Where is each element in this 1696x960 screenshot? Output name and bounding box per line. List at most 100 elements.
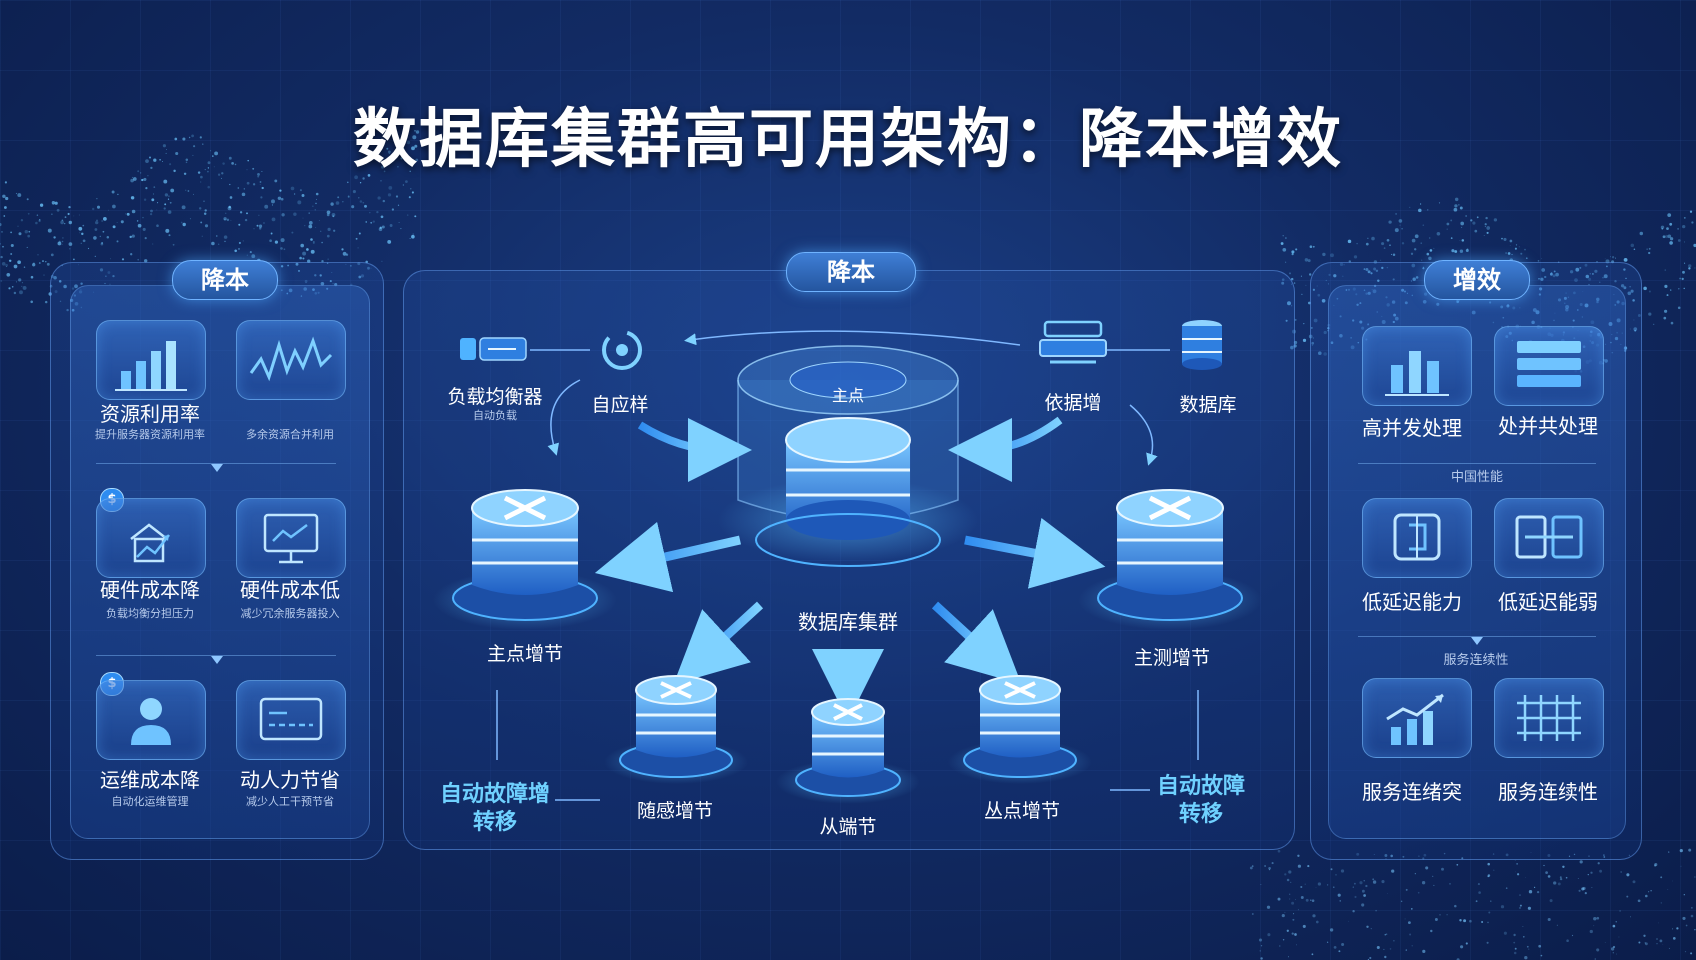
particle-dot	[87, 247, 90, 250]
particle-dot	[1615, 257, 1617, 259]
auto-scale-label[interactable]: 自应样	[591, 394, 649, 416]
particle-dot	[370, 221, 373, 224]
particle-dot	[1342, 275, 1344, 278]
particle-dot	[270, 232, 273, 235]
particle-dot	[1611, 260, 1615, 264]
particle-dot	[53, 236, 56, 239]
particle-dot	[20, 219, 24, 222]
particle-dot	[238, 248, 240, 250]
particle-dot	[1421, 259, 1423, 261]
particle-dot	[1380, 259, 1382, 261]
particle-dot	[412, 233, 414, 235]
slave-right-label[interactable]: 丛点增节	[983, 800, 1060, 822]
particle-dot	[166, 149, 167, 150]
particle-dot	[1643, 286, 1647, 291]
particle-dot	[1610, 341, 1612, 344]
particle-dot	[1664, 284, 1668, 288]
particle-dot	[1311, 344, 1314, 347]
particle-dot	[1688, 267, 1691, 270]
chevron-down-icon	[211, 656, 223, 664]
particle-dot	[1422, 857, 1425, 860]
particle-dot	[52, 203, 54, 205]
particle-dot	[1519, 904, 1522, 907]
particle-dot	[280, 238, 285, 243]
user-tile[interactable]	[96, 680, 206, 760]
particle-dot	[305, 282, 307, 284]
particle-dot	[43, 274, 45, 276]
particle-dot	[1582, 291, 1584, 292]
particle-dot	[1264, 865, 1267, 867]
master-left-label[interactable]: 主点增节	[486, 643, 563, 665]
particle-dot	[94, 228, 98, 231]
particle-dot	[1465, 942, 1468, 945]
particle-dot	[182, 137, 186, 141]
particle-dot	[1505, 252, 1507, 254]
monitor-tile[interactable]	[236, 498, 346, 578]
particle-dot	[398, 221, 400, 224]
particle-dot	[207, 161, 211, 165]
particle-dot	[163, 179, 168, 184]
particle-dot	[1603, 856, 1606, 858]
particle-dot	[1563, 296, 1567, 300]
slave-left-label[interactable]: 随感增节	[636, 800, 713, 822]
throughput-tile[interactable]	[1362, 326, 1472, 406]
particle-dot	[1370, 272, 1373, 275]
particle-dot	[246, 181, 250, 185]
particle-dot	[1371, 288, 1373, 290]
latency-tile[interactable]	[1494, 498, 1604, 578]
particle-dot	[299, 256, 302, 260]
particle-dot	[1511, 254, 1513, 256]
backup-label[interactable]: 依据增	[1044, 392, 1102, 414]
particle-dot	[1528, 948, 1530, 950]
growth-tile[interactable]	[1362, 678, 1472, 758]
particle-dot	[30, 275, 34, 279]
failover-left-line1: 自动故障增	[439, 782, 550, 807]
particle-dot	[1573, 853, 1576, 856]
bar-chart-tile[interactable]	[96, 320, 206, 400]
particle-dot	[1578, 889, 1581, 892]
particle-dot	[376, 210, 379, 214]
particle-dot	[314, 209, 316, 211]
particle-dot	[37, 253, 39, 256]
console-tile[interactable]	[236, 680, 346, 760]
particle-dot	[181, 205, 186, 210]
left-item-sub-5: 自动化运维管理	[111, 795, 189, 808]
particle-dot	[1656, 943, 1658, 945]
particle-dot	[217, 173, 221, 176]
particle-dot	[1301, 293, 1303, 296]
particle-dot	[279, 189, 282, 192]
particle-dot	[1300, 275, 1302, 277]
left-item-label-6: 动人力节省	[240, 768, 340, 792]
particle-dot	[1684, 951, 1687, 953]
particle-dot	[1372, 880, 1377, 884]
particle-dot	[1312, 337, 1314, 339]
particle-dot	[1277, 897, 1281, 901]
particle-dot	[1365, 242, 1369, 246]
particle-dot	[291, 231, 294, 234]
server-list-tile[interactable]	[1494, 326, 1604, 406]
house-chart-tile[interactable]	[96, 498, 206, 578]
particle-dot	[69, 248, 71, 250]
particle-dot	[68, 205, 71, 209]
master-node-right	[1078, 489, 1262, 630]
particle-dot	[228, 205, 231, 209]
particle-dot	[1300, 896, 1304, 899]
master-right-label[interactable]: 主测增节	[1133, 647, 1210, 669]
network-tile[interactable]	[1362, 498, 1472, 578]
database-label[interactable]: 数据库	[1179, 394, 1237, 416]
particle-dot	[1420, 242, 1422, 244]
grid-tile[interactable]	[1494, 678, 1604, 758]
particle-dot	[3, 206, 7, 209]
particle-dot	[105, 275, 107, 277]
right-separator-2	[1358, 636, 1596, 637]
particle-dot	[1404, 290, 1406, 293]
waveform-tile[interactable]	[236, 320, 346, 400]
particle-dot	[1401, 288, 1405, 292]
particle-dot	[1662, 943, 1664, 945]
particle-dot	[1557, 882, 1561, 886]
particle-dot	[1582, 886, 1586, 890]
particle-dot	[1616, 331, 1618, 334]
particle-dot	[131, 209, 136, 214]
particle-dot	[281, 213, 285, 217]
slave-center-label[interactable]: 从端节	[819, 816, 877, 838]
